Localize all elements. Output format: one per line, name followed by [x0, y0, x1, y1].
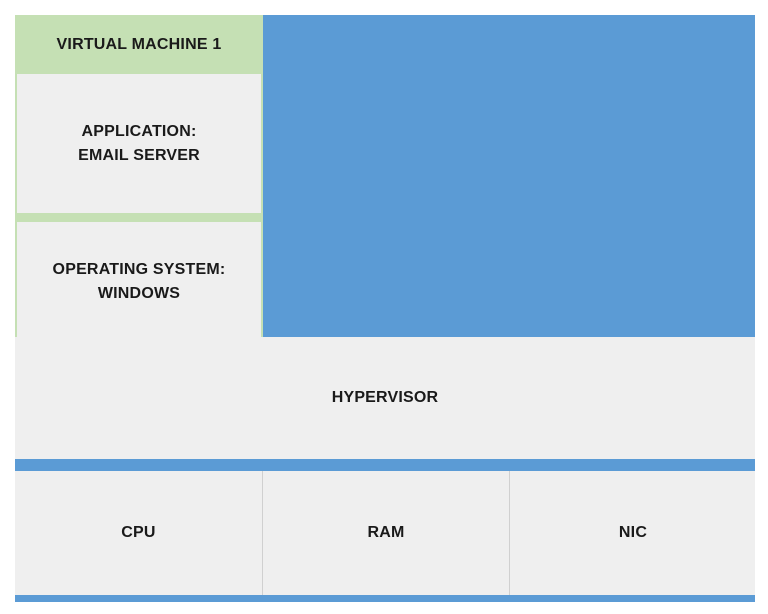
nic-label: NIC: [618, 524, 648, 541]
operating-system-layer: OPERATING SYSTEM: WINDOWS: [17, 222, 261, 342]
hardware-layer: CPU RAM NIC: [15, 471, 755, 595]
hypervisor-divider: [15, 459, 755, 471]
vm-title: VIRTUAL MACHINE 1: [15, 15, 263, 74]
hardware-nic: NIC: [509, 471, 756, 595]
hypervisor-layer: HYPERVISOR: [15, 337, 755, 459]
operating-system-label: OPERATING SYSTEM: WINDOWS: [52, 261, 226, 302]
virtual-machine-1: VIRTUAL MACHINE 1 APPLICATION: EMAIL SER…: [15, 15, 263, 342]
hardware-ram: RAM: [262, 471, 509, 595]
hardware-cpu: CPU: [15, 471, 262, 595]
application-label: APPLICATION: EMAIL SERVER: [78, 122, 200, 164]
bottom-border: [15, 595, 755, 602]
hypervisor-label: HYPERVISOR: [331, 389, 439, 406]
cpu-label: CPU: [121, 524, 156, 541]
vm-title-label: VIRTUAL MACHINE 1: [56, 35, 222, 53]
ram-label: RAM: [367, 524, 405, 541]
application-layer: APPLICATION: EMAIL SERVER: [17, 74, 261, 213]
